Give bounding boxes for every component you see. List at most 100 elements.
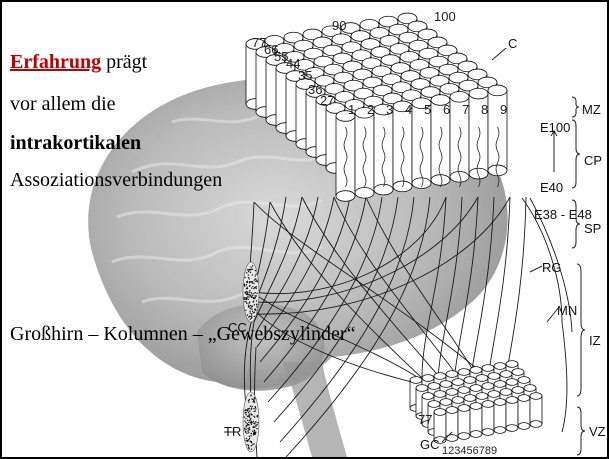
stipple-dot	[250, 305, 251, 306]
intro-line-2: vor allem die	[10, 93, 116, 116]
stipple-dot	[249, 278, 250, 279]
stipple-dot	[247, 281, 248, 282]
stipple-dot	[250, 272, 251, 273]
stipple-dot	[252, 311, 253, 312]
stipple-dot	[249, 312, 250, 313]
stipple-dot	[253, 443, 254, 444]
stipple-dot	[246, 291, 247, 292]
stipple-dot	[248, 413, 249, 414]
stipple-dot	[244, 429, 245, 430]
stipple-dot	[251, 449, 252, 450]
column-number-6: 6	[443, 102, 450, 117]
stipple-dot	[254, 430, 255, 431]
stipple-dot	[252, 286, 253, 287]
stipple-dot	[248, 299, 249, 300]
stipple-dot	[255, 288, 256, 289]
column-number-bottom-seq: 123456789	[442, 445, 497, 457]
stipple-dot	[249, 429, 250, 430]
label-sp: SP	[584, 221, 601, 236]
stipple-dot	[249, 281, 250, 282]
stipple-dot	[248, 422, 249, 423]
stipple-dot	[247, 416, 248, 417]
stipple-dot	[243, 297, 244, 298]
stipple-dot	[247, 420, 248, 421]
stipple-dot	[247, 291, 248, 292]
stipple-dot	[248, 316, 249, 317]
stipple-dot	[255, 408, 256, 409]
stipple-dot	[253, 293, 254, 294]
stipple-dot	[254, 278, 255, 279]
stipple-dot	[246, 287, 247, 288]
stipple-dot	[251, 293, 252, 294]
stipple-dot	[251, 445, 252, 446]
stipple-dot	[245, 431, 246, 432]
label-mn: MN	[557, 303, 577, 318]
stipple-dot	[246, 272, 247, 273]
column-number-2: 2	[367, 102, 374, 117]
stipple-dot	[253, 408, 254, 409]
stipple-dot	[249, 311, 250, 312]
stipple-dot	[252, 306, 253, 307]
stipple-dot	[257, 416, 258, 417]
stipple-dot	[255, 432, 256, 433]
stipple-dot	[246, 444, 247, 445]
stipple-dot	[254, 279, 255, 280]
stipple-dot	[255, 433, 256, 434]
stipple-dot	[250, 267, 251, 268]
stipple-dot	[249, 420, 250, 421]
stipple-dot	[246, 284, 247, 285]
stipple-dot	[250, 316, 251, 317]
column-number-5: 5	[424, 102, 431, 117]
intro-line-1: Erfahrung prägt	[10, 51, 147, 74]
stipple-dot	[254, 297, 255, 298]
label-mz: MZ	[582, 102, 601, 117]
stipple-dot	[245, 426, 246, 427]
stipple-dot	[256, 428, 257, 429]
intro-line-3: intrakortikalen	[10, 132, 141, 155]
intro-line-4: Assoziationsverbindungen	[10, 169, 222, 192]
label-vz: VZ	[589, 424, 606, 439]
stipple-dot	[255, 421, 256, 422]
stipple-dot	[251, 424, 252, 425]
stipple-dot	[249, 269, 250, 270]
stipple-dot	[247, 314, 248, 315]
stipple-dot	[252, 281, 253, 282]
stipple-dot	[256, 286, 257, 287]
stipple-dot	[252, 268, 253, 269]
stipple-dot	[255, 425, 256, 426]
label-gc: GC	[420, 437, 440, 452]
stipple-dot	[247, 428, 248, 429]
stipple-dot	[250, 435, 251, 436]
stipple-dot	[249, 399, 250, 400]
stipple-dot	[252, 282, 253, 283]
lower-column-block	[410, 361, 542, 444]
stipple-dot	[254, 316, 255, 317]
stipple-dot	[251, 296, 252, 297]
stipple-dot	[253, 434, 254, 435]
stipple-dot	[244, 277, 245, 278]
stipple-dot	[248, 412, 249, 413]
stipple-dot	[245, 429, 246, 430]
stipple-dot	[244, 284, 245, 285]
keyword-erfahrung: Erfahrung	[10, 51, 101, 73]
stipple-dot	[254, 416, 255, 417]
stipple-dot	[248, 274, 249, 275]
stipple-dot	[245, 310, 246, 311]
stipple-dot	[245, 422, 246, 423]
label-e100: E100	[540, 120, 570, 135]
stipple-dot	[244, 428, 245, 429]
stipple-dot	[255, 275, 256, 276]
stipple-dot	[248, 439, 249, 440]
stipple-dot	[249, 417, 250, 418]
small-column-cylinder	[470, 403, 482, 438]
stipple-dot	[256, 306, 257, 307]
stipple-dot	[255, 295, 256, 296]
column-cylinder	[336, 111, 355, 202]
stipple-dot	[244, 417, 245, 418]
small-column-cylinder	[458, 405, 470, 440]
stipple-dot	[245, 418, 246, 419]
caption: Großhirn – Kolumnen – „Gewebszylinder“	[10, 323, 355, 346]
stipple-dot	[255, 281, 256, 282]
stipple-dot	[247, 288, 248, 289]
